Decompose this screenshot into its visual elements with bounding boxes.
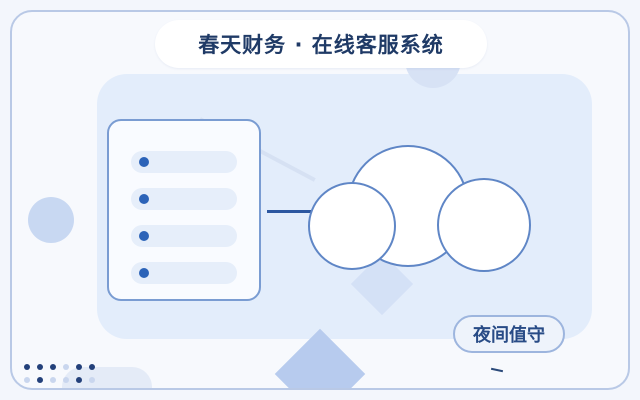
chat-list-icon bbox=[107, 119, 261, 301]
bullet-dot bbox=[139, 157, 149, 167]
list-item bbox=[131, 188, 237, 210]
decorative-dash bbox=[490, 367, 504, 373]
decorative-dot-grid bbox=[24, 364, 104, 388]
connector-line bbox=[267, 210, 333, 213]
grid-dot bbox=[24, 364, 30, 370]
bullet-dot bbox=[139, 268, 149, 278]
status-badge-label: 夜间值守 bbox=[473, 325, 545, 346]
page-title: 春天财务 · 在线客服系统 bbox=[198, 33, 444, 57]
decorative-circle bbox=[28, 197, 74, 243]
grid-dot bbox=[37, 377, 43, 383]
list-item bbox=[131, 262, 237, 284]
grid-dot bbox=[76, 364, 82, 370]
list-item bbox=[131, 151, 237, 173]
grid-dot bbox=[50, 364, 56, 370]
grid-dot bbox=[24, 377, 30, 383]
grid-dot bbox=[89, 364, 95, 370]
cloud-puff bbox=[437, 178, 531, 272]
grid-dot bbox=[50, 377, 56, 383]
title-bubble: 春天财务 · 在线客服系统 bbox=[155, 20, 487, 68]
status-badge: 夜间值守 bbox=[453, 315, 565, 353]
decorative-pill bbox=[62, 367, 152, 388]
list-item bbox=[131, 225, 237, 247]
banner-frame: 春天财务 · 在线客服系统 夜间值守 bbox=[10, 10, 630, 390]
bullet-dot bbox=[139, 231, 149, 241]
cloud-puff bbox=[308, 182, 396, 270]
grid-dot bbox=[37, 364, 43, 370]
grid-dot bbox=[76, 377, 82, 383]
grid-dot bbox=[89, 377, 95, 383]
grid-dot bbox=[63, 364, 69, 370]
bullet-dot bbox=[139, 194, 149, 204]
grid-dot bbox=[63, 377, 69, 383]
